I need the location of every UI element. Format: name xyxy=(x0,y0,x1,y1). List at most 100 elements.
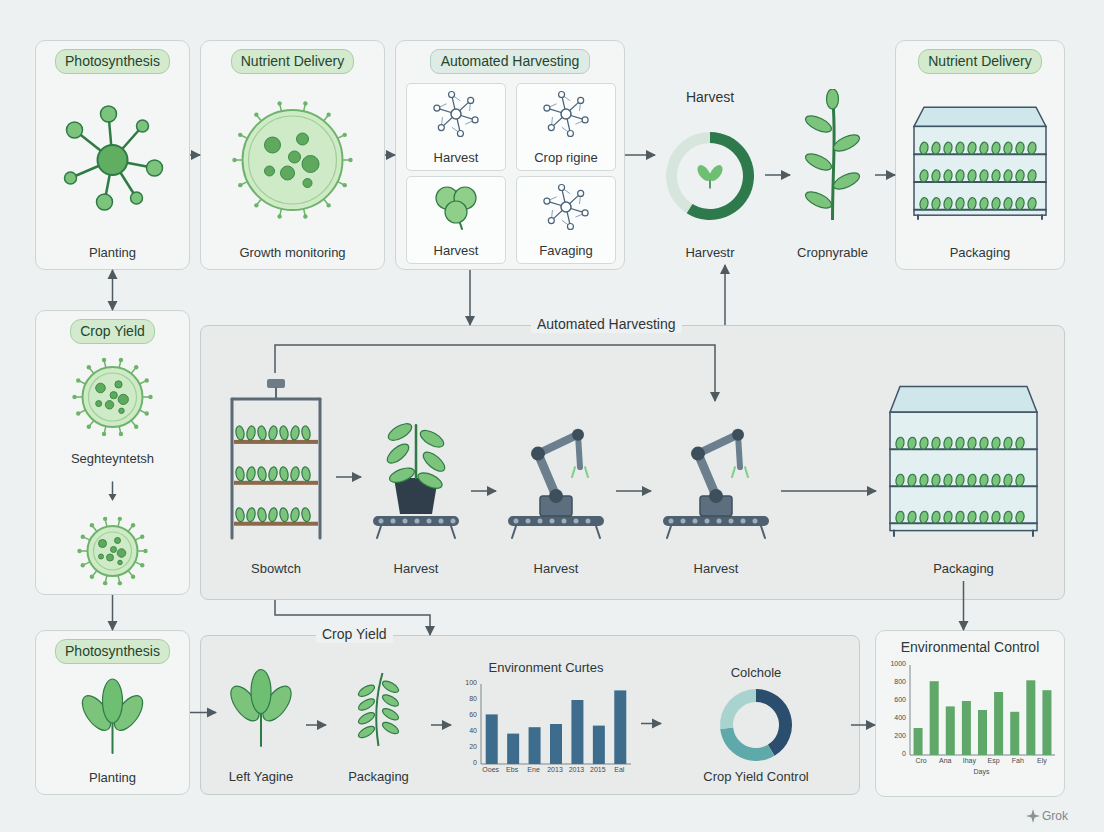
arrowdown-icon xyxy=(44,480,181,502)
harvest-gauge: HarvestHarvestr xyxy=(655,85,765,265)
node-label: Harvest xyxy=(394,561,439,577)
step-tile: Crop rigine xyxy=(516,83,616,171)
node-label: Favaging xyxy=(539,243,592,259)
node-label: Harvest xyxy=(534,561,579,577)
connector-arrow xyxy=(431,724,451,726)
node-heading: Photosynthesis xyxy=(55,639,170,664)
axis-tick: Ebs xyxy=(498,765,526,775)
connector-arrow xyxy=(625,154,655,156)
axis-tick: Eal xyxy=(605,765,633,775)
connector-arrow xyxy=(190,154,200,156)
process-box: PhotosynthesisPlanting xyxy=(35,630,190,795)
connector-arrow xyxy=(112,595,114,630)
cell-icon xyxy=(44,516,181,586)
connector-arrow xyxy=(190,712,216,714)
node-heading: Nutrient Delivery xyxy=(231,49,354,74)
frame-icon xyxy=(220,377,332,542)
axis-tick: 200 xyxy=(883,731,906,741)
cell-icon xyxy=(209,100,376,220)
node-heading: Crop Yield xyxy=(316,626,393,643)
pot-icon xyxy=(365,405,467,540)
station: Sbowtch xyxy=(216,373,336,581)
node-label: Harvestr xyxy=(685,245,734,261)
leaves-icon xyxy=(220,665,302,750)
process-box: Nutrient DeliveryPackaging xyxy=(895,40,1065,270)
process-box: Nutrient DeliveryGrowth monitoring xyxy=(200,40,385,270)
connector-arrow xyxy=(469,270,471,325)
node-label: Packaging xyxy=(933,561,994,577)
node-label: Left Yagine xyxy=(229,769,294,785)
node-label: Packaging xyxy=(348,769,409,785)
bar-chart xyxy=(451,656,641,791)
step-tile: Favaging xyxy=(516,176,616,264)
axis-tick: Ana xyxy=(931,756,959,766)
connector-arrow xyxy=(641,723,661,725)
sprig-icon xyxy=(330,665,427,750)
watermark: Grok xyxy=(1042,809,1068,823)
node-label: Seghteyntetsh xyxy=(71,451,154,467)
node-heading: Automated Harvesting xyxy=(531,316,682,333)
node-label: Cropnyrable xyxy=(797,245,868,261)
robot-icon xyxy=(500,405,612,540)
node-heading: Harvest xyxy=(686,89,734,106)
chart-box: Environment Curtes xyxy=(451,656,641,791)
node-label: Harvest xyxy=(434,150,479,166)
ring-icon xyxy=(665,686,847,764)
axis-tick: Ooes xyxy=(477,765,505,775)
node-label: Crop rigine xyxy=(534,150,598,166)
node-label: Planting xyxy=(89,245,136,261)
axis-tick: 0 xyxy=(883,749,906,759)
node-label: Crop Yield Control xyxy=(703,769,809,785)
connector-arrow xyxy=(765,174,790,176)
leaves-icon xyxy=(44,677,181,757)
connector-arrow xyxy=(275,600,430,635)
connector-arrow xyxy=(963,581,965,630)
node-heading: Nutrient Delivery xyxy=(918,49,1041,74)
network-icon xyxy=(520,181,612,233)
connector-arrow xyxy=(724,265,726,325)
axis-tick: 20 xyxy=(454,742,477,752)
station: Packaging xyxy=(876,373,1051,581)
axis-tick: 800 xyxy=(883,677,906,687)
node-label: Planting xyxy=(89,770,136,786)
process-box: Crop YieldSeghteyntetsh xyxy=(35,310,190,595)
group-box: Automated HarvestingHarvestCrop rigineHa… xyxy=(395,40,625,270)
donut-icon xyxy=(659,126,761,226)
stage: Packaging xyxy=(326,661,431,789)
network-icon xyxy=(410,88,502,140)
plant-icon xyxy=(794,89,871,224)
axis-tick: 600 xyxy=(883,695,906,705)
node-heading: Automated Harvesting xyxy=(430,49,591,74)
axis-tick: 80 xyxy=(454,694,477,704)
cell-icon xyxy=(44,357,181,437)
node-label: Harvest xyxy=(434,243,479,259)
watermark-star xyxy=(1026,809,1040,823)
axis-tick: Ihay xyxy=(955,756,983,766)
connector-arrow xyxy=(851,724,875,726)
axis-tick: Ely xyxy=(1028,756,1056,766)
node-label: Sbowtch xyxy=(251,561,301,577)
station: Harvest xyxy=(651,401,781,581)
step-tile: Harvest xyxy=(406,176,506,264)
connector-arrow xyxy=(875,174,895,176)
connector-arrow xyxy=(306,724,326,726)
network-icon xyxy=(520,88,612,140)
node-heading: Environmental Control xyxy=(901,639,1040,656)
node-label: Packaging xyxy=(950,245,1011,261)
greenhouse-icon xyxy=(904,100,1056,220)
connector-arrow xyxy=(471,490,496,492)
axis-tick: 2015 xyxy=(584,765,612,775)
node-label: Environment Curtes xyxy=(489,660,604,676)
node-label: Growth monitoring xyxy=(239,245,345,261)
leaf-icon xyxy=(410,181,502,233)
axis-tick: Fah xyxy=(1004,756,1032,766)
node-label: Harvest xyxy=(694,561,739,577)
greenhouse-icon xyxy=(880,377,1047,537)
connector-arrow xyxy=(616,490,651,492)
group-panel: Automated HarvestingSbowtchHarvestHarves… xyxy=(200,325,1065,600)
axis-tick: Cro xyxy=(907,756,935,766)
step-tile: Harvest xyxy=(406,83,506,171)
